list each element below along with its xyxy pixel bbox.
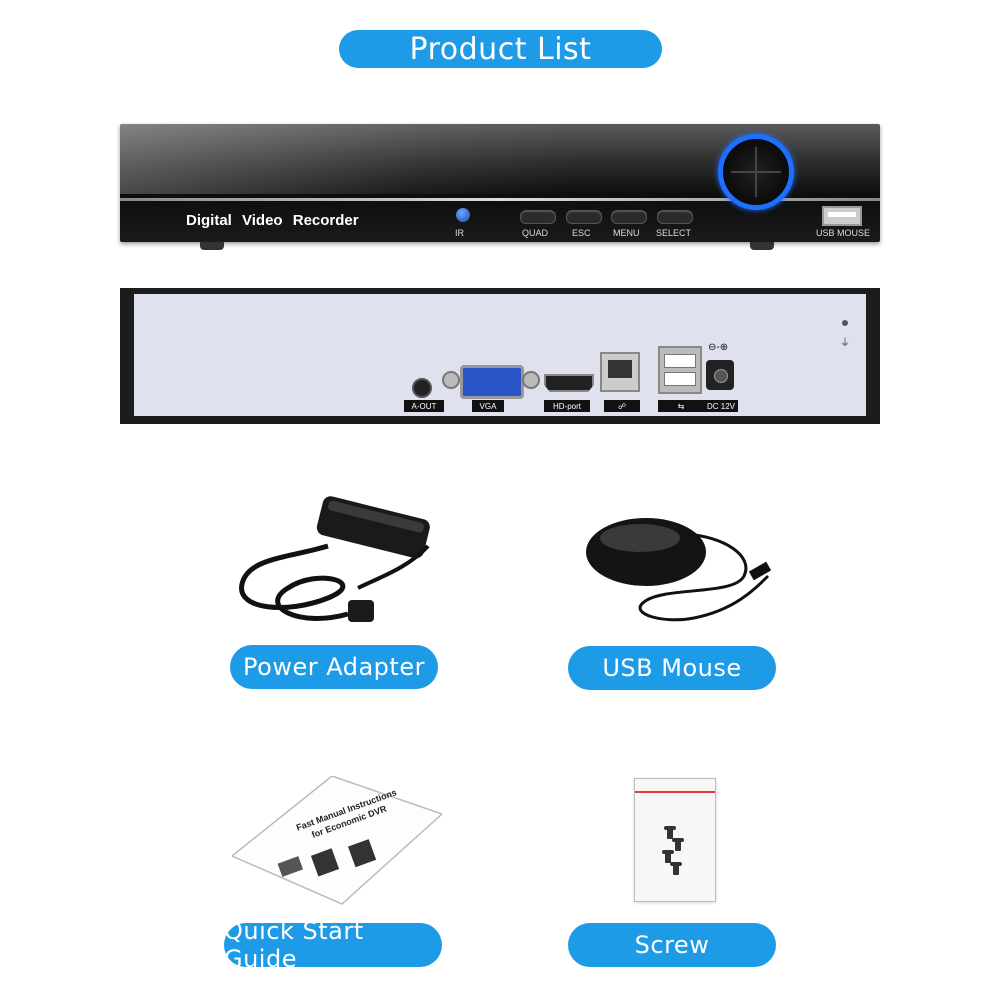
quick-start-guide-icon: Fast Manual Instructions for Economic DV… [232,776,442,905]
dc-power-port-icon [706,360,734,390]
usb-mouse-label: USB Mouse [568,646,776,690]
esc-button[interactable] [566,210,602,224]
screw-icon [664,826,676,839]
brand-text: Digital Video Recorder [186,212,359,229]
usb-slot [664,354,696,368]
quick-start-guide-label: Quick Start Guide [224,917,442,973]
dc12v-label: DC 12V [704,400,738,412]
page-title: Product List [339,30,662,68]
select-button[interactable] [657,210,693,224]
dc-polarity-icon: ⊖-⊕ [708,342,729,353]
joystick-control-icon[interactable] [718,134,794,210]
ground-icon: ⏚ [840,338,850,349]
network-label-icon: ☍ [604,400,640,412]
ethernet-port-icon [600,352,640,392]
screw-icon [672,838,684,851]
aout-label: A-OUT [404,400,444,412]
dvr-front-panel: Digital Video Recorder IR QUAD ESC MENU … [120,124,880,242]
usb-mouse-label: USB MOUSE [816,228,871,238]
ir-label: IR [455,228,464,238]
vga-screw-icon [442,371,460,389]
screw-dot-icon [842,320,848,326]
screw-label: Screw [568,923,776,967]
joystick-cross-v [755,147,757,197]
quad-button[interactable] [520,210,556,224]
screw-icon [670,862,682,875]
front-strip [120,198,880,201]
quad-label: QUAD [522,228,549,238]
menu-label: MENU [613,228,640,238]
vga-screw-icon [522,371,540,389]
screw-icon [662,850,674,863]
select-label: SELECT [656,228,692,238]
audio-jack-icon [412,378,432,398]
vga-port-icon [460,365,524,399]
usb-port-icon [822,206,862,226]
menu-button[interactable] [611,210,647,224]
usb-ports-icon [658,346,702,394]
dc-hole [714,369,728,383]
hdmi-port-icon [544,374,594,392]
usb-label-icon: ⇆ [658,400,704,412]
hdport-label: HD-port [544,400,590,412]
power-adapter-label: Power Adapter [230,645,438,689]
bag-seal [635,791,715,793]
vga-label: VGA [472,400,504,412]
ir-sensor-icon [456,208,470,222]
dvr-back-panel: ⏚ A-OUT VGA HD-port ☍ ⇆ ⊖-⊕ DC 12V [120,288,880,424]
dvr-foot [750,242,774,250]
usb-mouse-icon [586,518,772,622]
power-adapter-icon [239,496,430,622]
ethernet-socket [608,360,632,378]
dvr-foot [200,242,224,250]
esc-label: ESC [572,228,591,238]
usb-slot [664,372,696,386]
screw-bag-icon [634,778,716,902]
